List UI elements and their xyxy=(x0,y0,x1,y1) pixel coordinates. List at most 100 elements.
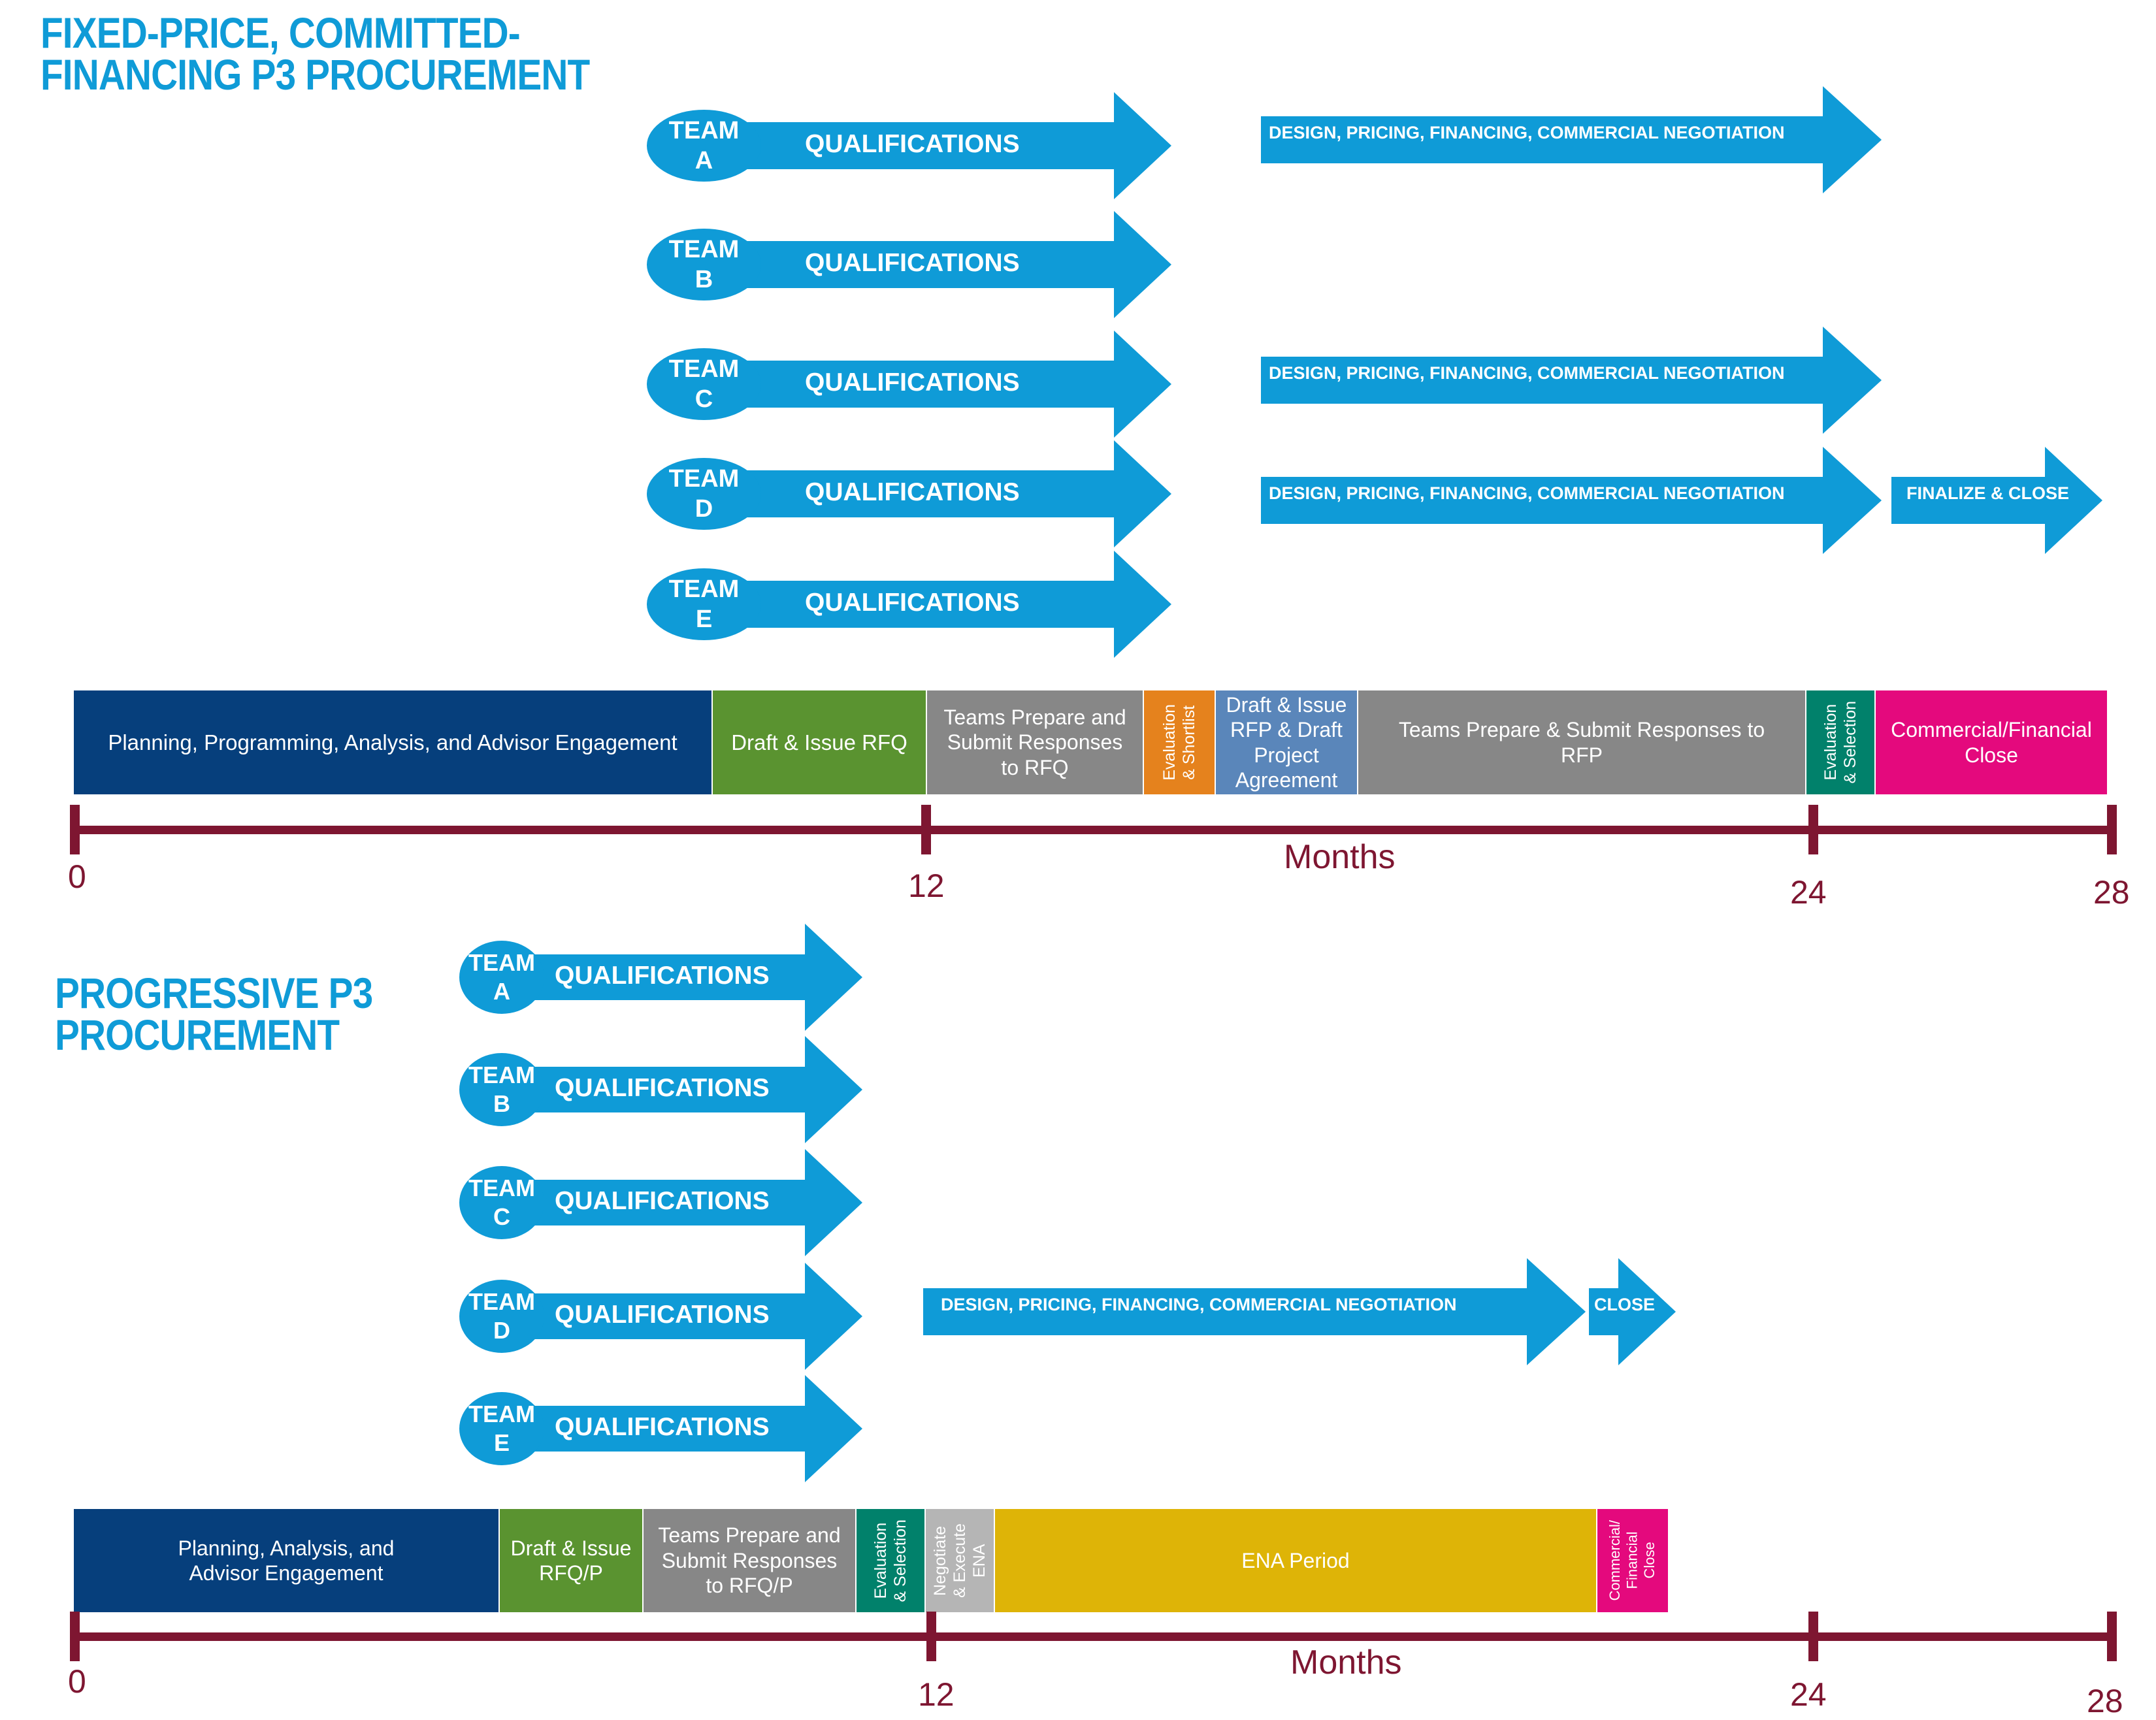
axis-tick-label: 0 xyxy=(68,858,86,895)
bottom-phase-bar: Planning, Analysis, and Advisor Engageme… xyxy=(74,1509,1668,1612)
phase-segment: Teams Prepare and Submit Responses to RF… xyxy=(927,690,1144,794)
phase-label: Teams Prepare and Submit Responses to RF… xyxy=(943,705,1126,779)
negotiation-label: DESIGN, PRICING, FINANCING, COMMERCIAL N… xyxy=(941,1295,1457,1315)
phase-label: Negotiate & Execute ENA xyxy=(931,1523,988,1598)
qualifications-label: QUALIFICATIONS xyxy=(805,129,1020,158)
phase-label: Draft & Issue RFQ xyxy=(731,730,907,755)
axis-tick-label: 24 xyxy=(1790,874,1827,911)
team-letter: D xyxy=(493,1317,510,1344)
phase-segment: Evaluation & Shortlist xyxy=(1144,690,1216,794)
phase-label: Teams Prepare and Submit Responses to RF… xyxy=(658,1523,841,1598)
phase-label: Evaluation & Selection xyxy=(872,1519,909,1602)
team-word: TEAM xyxy=(468,1175,535,1202)
phase-segment: Draft & Issue RFP & Draft Project Agreem… xyxy=(1216,690,1358,794)
phase-label: Evaluation & Selection xyxy=(1821,701,1859,784)
qualifications-label: QUALIFICATIONS xyxy=(805,588,1020,617)
phase-label: Commercial/Financial Close xyxy=(1891,718,2092,767)
axis-tick xyxy=(70,805,80,854)
qualifications-label: QUALIFICATIONS xyxy=(555,1412,770,1441)
qualifications-label: QUALIFICATIONS xyxy=(805,478,1020,506)
qualifications-arrow xyxy=(516,1375,862,1482)
team-letter: C xyxy=(493,1203,510,1230)
team-letter: E xyxy=(493,1429,510,1456)
qualifications-arrow xyxy=(725,211,1171,318)
phase-label: Evaluation & Shortlist xyxy=(1160,704,1198,781)
top-title-line2: FINANCING P3 PROCUREMENT xyxy=(41,50,590,99)
axis-title: Months xyxy=(1284,838,1396,876)
negotiation-arrow xyxy=(1261,327,1882,434)
axis-tick-label: 28 xyxy=(2087,1683,2123,1719)
team-word: TEAM xyxy=(668,355,740,383)
axis-tick-label: 24 xyxy=(1790,1676,1827,1713)
qualifications-label: QUALIFICATIONS xyxy=(555,961,770,990)
negotiation-label: DESIGN, PRICING, FINANCING, COMMERCIAL N… xyxy=(1269,123,1785,143)
team-letter: A xyxy=(493,978,510,1005)
team-letter: E xyxy=(695,606,713,633)
phase-segment: Commercial/Financial Close xyxy=(1876,690,2107,794)
bottom-title-line2: PROCUREMENT xyxy=(55,1011,340,1059)
phase-segment: Negotiate & Execute ENA xyxy=(926,1509,995,1612)
team-oval: TEAM E xyxy=(647,568,761,640)
axis-tick xyxy=(2107,1612,2117,1661)
phase-label: Teams Prepare & Submit Responses to RFP xyxy=(1398,718,1765,767)
phase-segment: Planning, Analysis, and Advisor Engageme… xyxy=(74,1509,500,1612)
phase-segment: ENA Period xyxy=(995,1509,1597,1612)
phase-segment: Teams Prepare & Submit Responses to RFP xyxy=(1358,690,1806,794)
team-word: TEAM xyxy=(668,575,740,603)
qualifications-label: QUALIFICATIONS xyxy=(555,1186,770,1215)
qualifications-label: QUALIFICATIONS xyxy=(805,248,1020,277)
top-title: FIXED-PRICE, COMMITTED- FINANCING P3 PRO… xyxy=(41,8,590,99)
phase-label: Draft & Issue RFP & Draft Project Agreem… xyxy=(1226,692,1347,792)
axis-line xyxy=(74,826,2112,834)
qualifications-label: QUALIFICATIONS xyxy=(805,368,1020,397)
phase-label: Commercial/ Financial Close xyxy=(1607,1520,1658,1601)
axis-tick xyxy=(921,805,931,854)
top-title-line1: FIXED-PRICE, COMMITTED- xyxy=(41,8,521,57)
team-word: TEAM xyxy=(468,949,535,977)
team-letter: D xyxy=(694,495,713,523)
qualifications-arrow xyxy=(516,1263,862,1370)
axis-tick xyxy=(1808,1612,1818,1661)
negotiation-arrow xyxy=(1891,447,2102,554)
phase-label: ENA Period xyxy=(1241,1548,1350,1572)
team-word: TEAM xyxy=(468,1288,535,1316)
phase-segment: Evaluation & Selection xyxy=(1806,690,1876,794)
axis-tick xyxy=(926,1612,936,1661)
team-letter: B xyxy=(694,266,713,293)
negotiation-arrow xyxy=(1589,1258,1676,1365)
axis-line xyxy=(74,1632,2112,1641)
qualifications-label: QUALIFICATIONS xyxy=(555,1300,770,1329)
qualifications-arrow xyxy=(725,440,1171,547)
team-word: TEAM xyxy=(668,116,740,144)
negotiation-label: DESIGN, PRICING, FINANCING, COMMERCIAL N… xyxy=(1269,363,1785,383)
team-word: TEAM xyxy=(468,1062,535,1089)
top-phase-bar: Planning, Programming, Analysis, and Adv… xyxy=(74,690,2107,794)
axis-tick xyxy=(2107,805,2117,854)
qualifications-arrow xyxy=(516,1149,862,1256)
qualifications-arrow xyxy=(516,924,862,1031)
team-letter: C xyxy=(694,385,713,413)
negotiation-label: FINALIZE & CLOSE xyxy=(1906,483,2069,504)
qualifications-arrow xyxy=(725,92,1171,199)
negotiation-arrow xyxy=(923,1258,1586,1365)
team-letter: A xyxy=(694,147,713,174)
bottom-title-line1: PROGRESSIVE P3 xyxy=(55,969,373,1017)
axis-tick-label: 28 xyxy=(2093,874,2130,911)
axis-tick xyxy=(70,1612,80,1661)
axis-title: Months xyxy=(1290,1644,1402,1681)
axis-tick-label: 0 xyxy=(68,1663,86,1700)
team-word: TEAM xyxy=(668,464,740,493)
qualifications-arrow xyxy=(725,331,1171,438)
qualifications-arrow xyxy=(725,551,1171,658)
axis-tick-label: 12 xyxy=(918,1676,955,1713)
qualifications-label: QUALIFICATIONS xyxy=(555,1073,770,1102)
phase-segment: Planning, Programming, Analysis, and Adv… xyxy=(74,690,713,794)
negotiation-label: CLOSE xyxy=(1594,1295,1656,1315)
phase-segment: Draft & Issue RFQ xyxy=(713,690,927,794)
